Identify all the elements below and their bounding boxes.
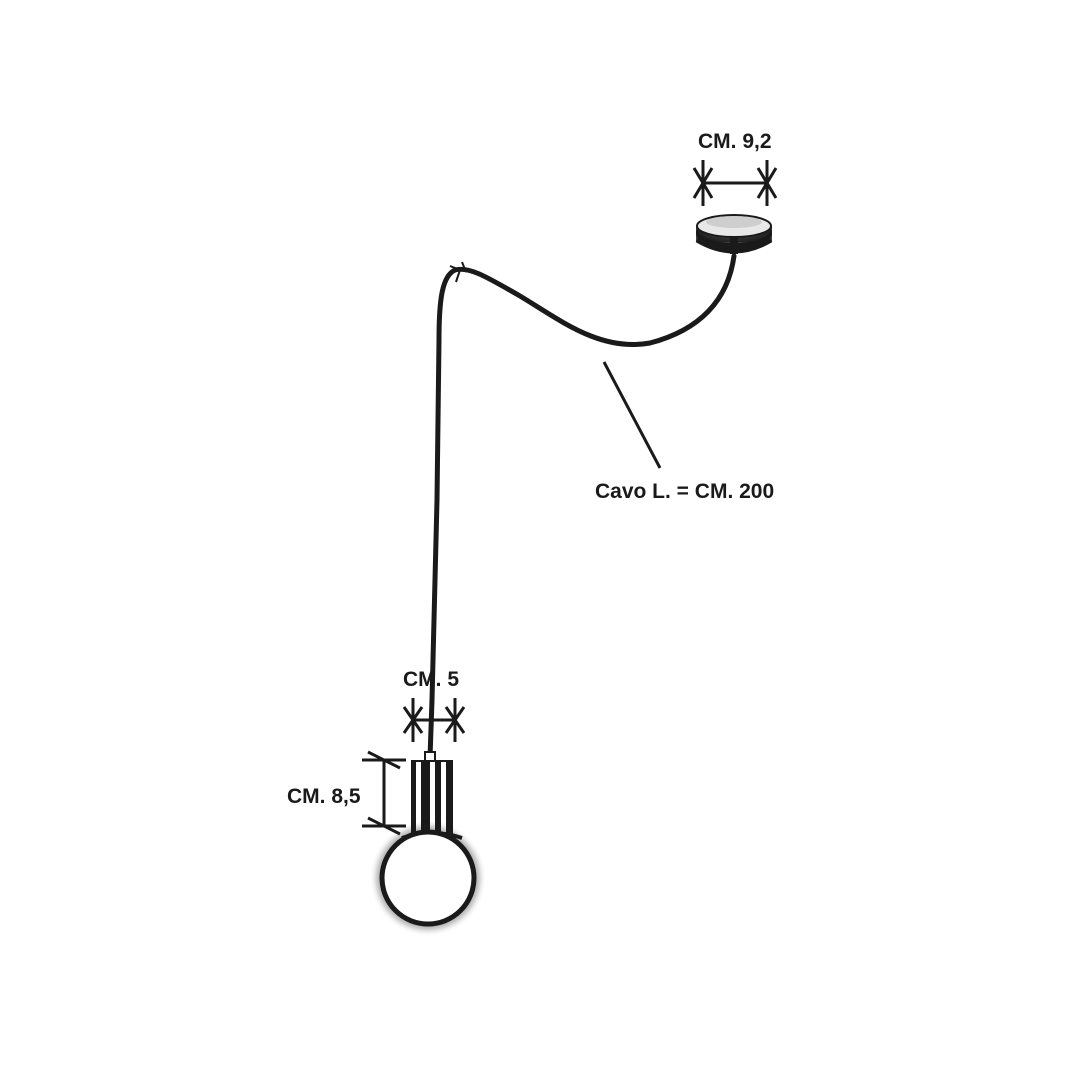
socket-diameter-label: CM. 5 <box>403 668 460 691</box>
cable-length-label: Cavo L. = CM. 200 <box>595 480 775 503</box>
socket-width-dimension <box>402 698 466 742</box>
ceiling-canopy <box>695 214 773 254</box>
canopy-diameter-label: CM. 9,2 <box>698 130 772 153</box>
power-cable <box>427 253 737 761</box>
globe-bulb <box>376 826 480 930</box>
cable-leader-line <box>602 361 662 469</box>
cable-hook <box>449 261 467 283</box>
socket-height-dimension <box>362 750 406 836</box>
canopy-width-dimension <box>692 160 778 206</box>
lamp-socket <box>401 751 463 840</box>
socket-height-label: CM. 8,5 <box>287 785 361 808</box>
